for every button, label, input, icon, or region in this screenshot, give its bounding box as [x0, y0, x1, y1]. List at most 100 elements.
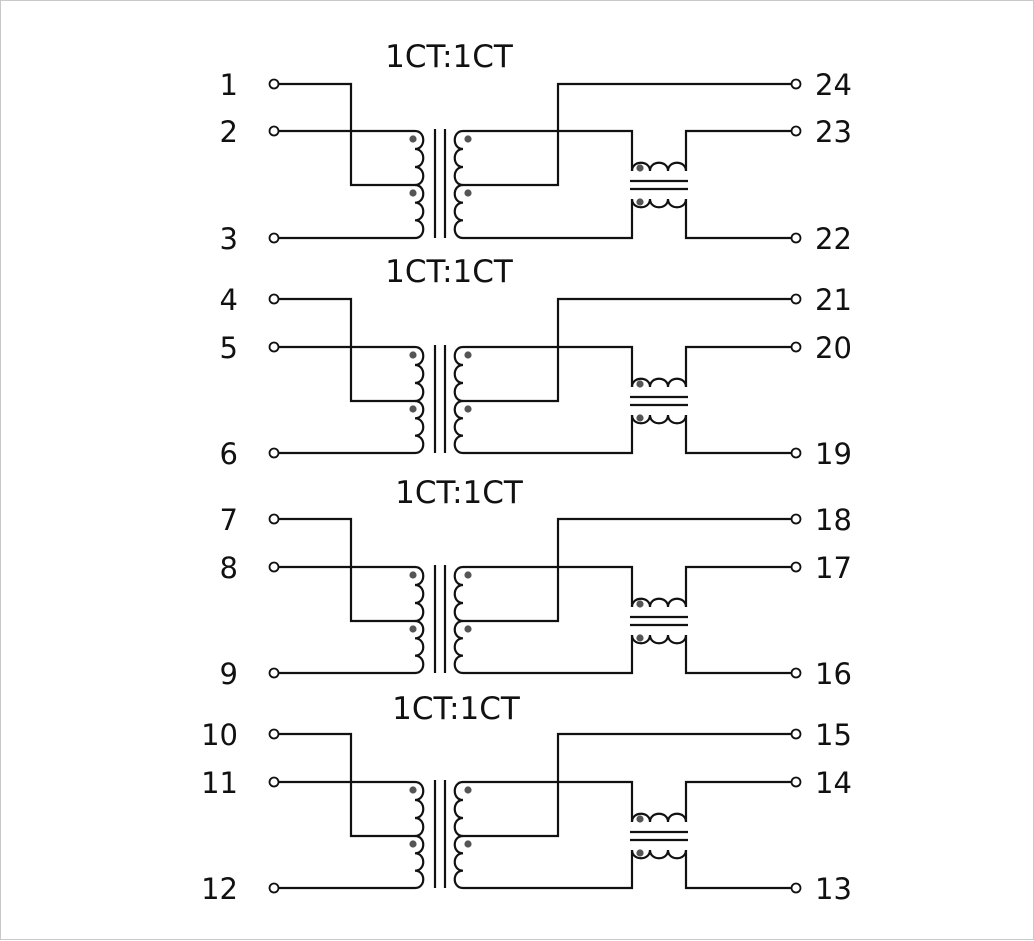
secondary-top-wire	[463, 565, 634, 607]
pin-label-left: 8	[220, 551, 238, 585]
polarity-dot	[464, 786, 472, 794]
primary-winding-upper	[414, 565, 425, 623]
secondary-winding-upper	[453, 780, 464, 838]
secondary-winding-lower	[453, 834, 464, 890]
choke-top-output-wire	[684, 345, 791, 387]
polarity-dot	[636, 849, 644, 857]
pin-terminal	[790, 78, 802, 90]
pin-terminal	[268, 776, 280, 788]
pin-terminal	[268, 561, 280, 573]
pin-label-left: 1	[220, 68, 238, 102]
ratio-label: 1CT:1CT	[385, 39, 514, 75]
ratio-label: 1CT:1CT	[392, 691, 521, 727]
polarity-dot	[409, 189, 417, 197]
secondary-top-wire	[463, 129, 634, 171]
polarity-dot	[464, 571, 472, 579]
primary-center-tap-wire	[278, 732, 415, 838]
polarity-dot	[636, 634, 644, 642]
pin-label-right: 21	[815, 283, 852, 317]
ratio-label: 1CT:1CT	[395, 475, 524, 511]
primary-winding-upper	[414, 345, 425, 403]
choke-bottom-output-wire	[684, 635, 791, 675]
pin-terminal	[268, 232, 280, 244]
secondary-bottom-wire	[463, 850, 634, 890]
pin-label-right: 19	[815, 437, 852, 471]
pin-terminal	[790, 882, 802, 894]
polarity-dot	[409, 351, 417, 359]
polarity-dot	[464, 840, 472, 848]
pin-terminal	[790, 125, 802, 137]
pin-label-right: 13	[815, 872, 852, 906]
primary-winding-lower	[414, 399, 425, 455]
pin-terminal	[790, 667, 802, 679]
polarity-dot	[409, 405, 417, 413]
choke-bottom-output-wire	[684, 850, 791, 890]
pin-terminal	[790, 341, 802, 353]
choke-winding-lower	[630, 414, 688, 425]
secondary-top-wire	[463, 345, 634, 387]
polarity-dot	[636, 815, 644, 823]
pin-terminal	[268, 513, 280, 525]
polarity-dot	[409, 786, 417, 794]
pin-label-left: 4	[220, 283, 238, 317]
pin-label-right: 20	[815, 331, 852, 365]
secondary-center-tap-wire	[463, 297, 791, 403]
secondary-center-tap-wire	[463, 517, 791, 623]
choke-winding-lower	[630, 849, 688, 860]
secondary-center-tap-wire	[463, 732, 791, 838]
choke-winding-upper	[630, 597, 688, 608]
polarity-dot	[409, 625, 417, 633]
pin-label-left: 9	[220, 657, 238, 691]
choke-top-output-wire	[684, 565, 791, 607]
polarity-dot	[636, 164, 644, 172]
secondary-winding-lower	[453, 619, 464, 675]
pin-label-left: 12	[201, 872, 238, 906]
secondary-winding-upper	[453, 129, 464, 187]
pin-terminal	[268, 78, 280, 90]
primary-winding-lower	[414, 619, 425, 675]
pin-terminal	[268, 882, 280, 894]
pin-label-right: 23	[815, 115, 852, 149]
pin-label-right: 16	[815, 657, 852, 691]
pin-label-left: 6	[220, 437, 238, 471]
pin-terminal	[790, 728, 802, 740]
pin-terminal	[790, 513, 802, 525]
choke-winding-lower	[630, 198, 688, 209]
pin-terminal	[790, 447, 802, 459]
secondary-winding-upper	[453, 345, 464, 403]
pin-terminal	[790, 232, 802, 244]
polarity-dot	[409, 571, 417, 579]
secondary-bottom-wire	[463, 635, 634, 675]
secondary-center-tap-wire	[463, 82, 791, 187]
pin-terminal	[268, 293, 280, 305]
polarity-dot	[464, 189, 472, 197]
choke-winding-upper	[630, 377, 688, 388]
pin-label-left: 2	[220, 115, 238, 149]
pin-terminal	[790, 776, 802, 788]
choke-winding-upper	[630, 161, 688, 172]
pin-terminal	[790, 293, 802, 305]
polarity-dot	[409, 135, 417, 143]
polarity-dot	[464, 135, 472, 143]
primary-center-tap-wire	[278, 82, 415, 187]
polarity-dot	[409, 840, 417, 848]
secondary-bottom-wire	[463, 199, 634, 240]
choke-winding-upper	[630, 812, 688, 823]
pin-terminal	[268, 728, 280, 740]
pin-terminal	[268, 125, 280, 137]
pin-label-right: 24	[815, 68, 852, 102]
secondary-winding-lower	[453, 183, 464, 240]
pin-label-left: 3	[220, 222, 238, 256]
primary-center-tap-wire	[278, 297, 415, 403]
secondary-top-wire	[463, 780, 634, 822]
pin-terminal	[790, 561, 802, 573]
choke-winding-lower	[630, 634, 688, 645]
pin-label-left: 10	[201, 718, 238, 752]
secondary-bottom-wire	[463, 415, 634, 455]
polarity-dot	[464, 625, 472, 633]
